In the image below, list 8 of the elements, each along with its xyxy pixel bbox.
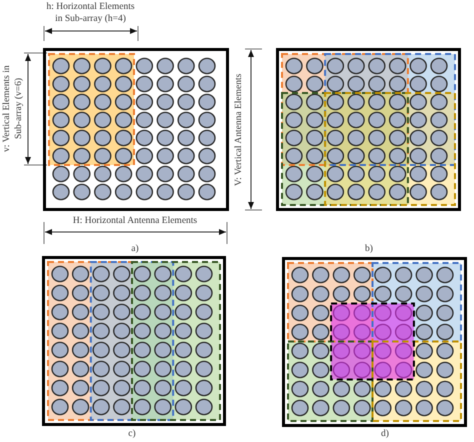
panel-label: a) <box>131 244 139 254</box>
dimension-label: v: Vertical Elements in Sub-array (v=6) <box>2 65 24 152</box>
dimension-label: V: Vertical Antenna Elements <box>234 74 244 186</box>
panel-label: b) <box>365 244 373 254</box>
dimension-label: H: Horizontal Antenna Elements <box>72 216 198 226</box>
panel-label: c) <box>128 429 136 439</box>
dimension-label: h: Horizontal Elements in Sub-array (h=4) <box>46 2 135 24</box>
panel-label: d) <box>381 429 389 439</box>
